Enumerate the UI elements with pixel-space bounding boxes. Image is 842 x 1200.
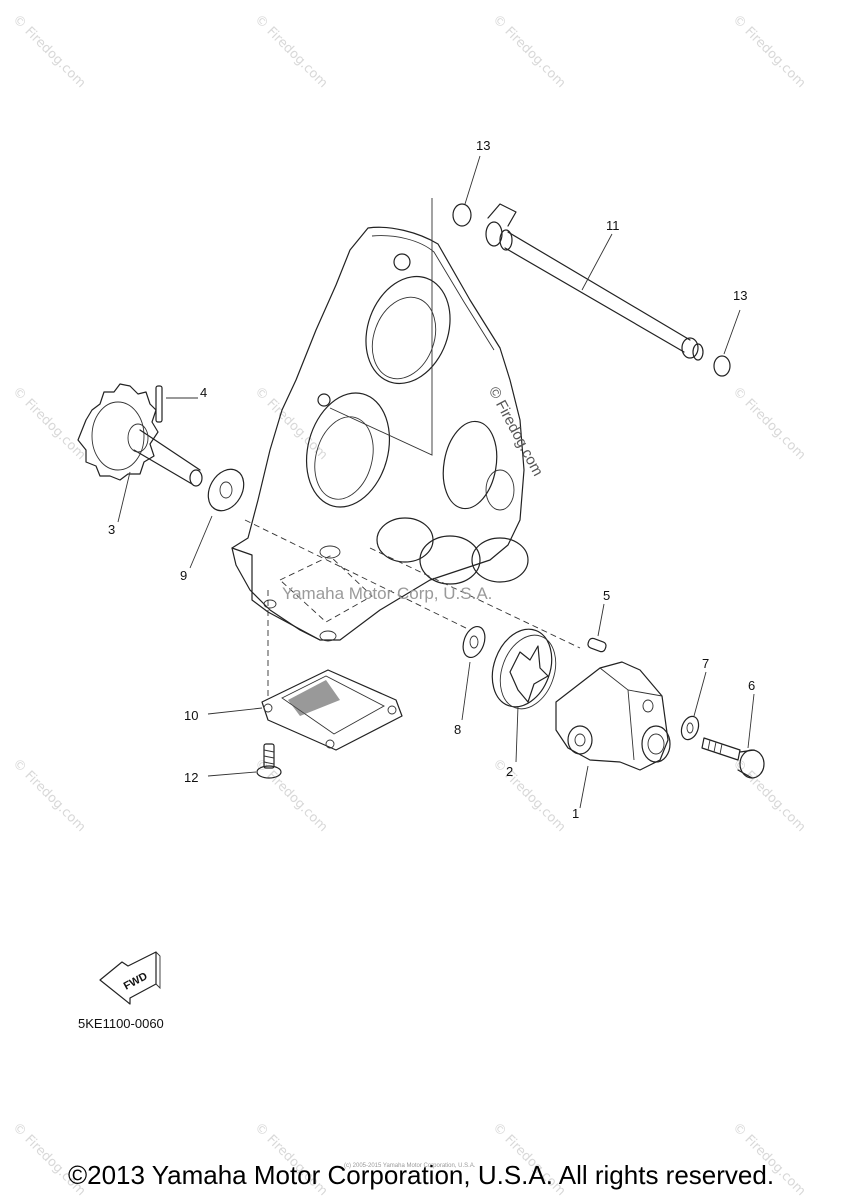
drive-gear-3 bbox=[77, 383, 203, 487]
callout-12: 11 bbox=[606, 218, 620, 233]
diagram-code: 5KE1100-0060 bbox=[78, 1016, 164, 1031]
callout-3: 3 bbox=[108, 522, 115, 537]
fwd-arrow-icon: FWD bbox=[99, 951, 161, 1005]
washer-8 bbox=[462, 625, 486, 659]
callout-2: 2 bbox=[506, 764, 513, 779]
callout-5: 5 bbox=[603, 588, 610, 603]
leader-3 bbox=[117, 471, 131, 523]
pin-4 bbox=[155, 385, 163, 423]
leader-8 bbox=[461, 661, 471, 721]
crankcase-housing bbox=[231, 226, 529, 642]
leader-9 bbox=[189, 515, 213, 569]
callout-6: 6 bbox=[748, 678, 755, 693]
gasket-10 bbox=[261, 669, 403, 751]
callout-10: 10 bbox=[184, 708, 198, 723]
callout-9: 9 bbox=[180, 568, 187, 583]
o-ring-13-right bbox=[713, 355, 731, 377]
leader-11 bbox=[207, 771, 257, 777]
callout-1: 1 bbox=[572, 806, 579, 821]
center-watermark: Yamaha Motor Corp, U.S.A. bbox=[282, 584, 493, 603]
leader-13-top bbox=[464, 155, 481, 205]
dowel-5 bbox=[587, 637, 607, 653]
o-ring-13-top bbox=[452, 203, 472, 227]
callout-4: 4 bbox=[200, 385, 207, 400]
washer-9 bbox=[207, 468, 245, 512]
axis-line bbox=[244, 519, 471, 631]
leader-13-right bbox=[723, 309, 741, 355]
leader-line bbox=[329, 198, 433, 456]
washer-8-hole bbox=[469, 635, 479, 649]
leader-6 bbox=[747, 693, 755, 749]
oil-pump-housing-1 bbox=[555, 661, 671, 771]
callout-13-top: 13 bbox=[476, 138, 490, 153]
oil-pipe-12 bbox=[485, 203, 704, 361]
axis-line bbox=[369, 547, 581, 649]
washer-7-hole bbox=[686, 722, 694, 734]
leader-12 bbox=[581, 233, 613, 291]
leader-7 bbox=[693, 671, 707, 717]
callout-7: 7 bbox=[702, 656, 709, 671]
leader-5 bbox=[597, 603, 605, 637]
callout-13-right: 13 bbox=[733, 288, 747, 303]
bolt-6 bbox=[701, 737, 765, 779]
washer-7 bbox=[680, 715, 700, 741]
tiny-credit: (c) 2005-2015 Yamaha Motor Corporation, … bbox=[344, 1163, 476, 1169]
callout-11: 12 bbox=[184, 770, 198, 785]
pump-rotor-2 bbox=[491, 628, 557, 710]
washer-9-hole bbox=[219, 481, 233, 499]
leader-2 bbox=[515, 705, 519, 763]
copyright-footer: ©2013 Yamaha Motor Corporation, U.S.A. A… bbox=[67, 1160, 775, 1190]
leader-10 bbox=[207, 707, 263, 715]
leader-1 bbox=[579, 765, 589, 809]
callout-8: 8 bbox=[454, 722, 461, 737]
screw-11 bbox=[256, 743, 282, 779]
